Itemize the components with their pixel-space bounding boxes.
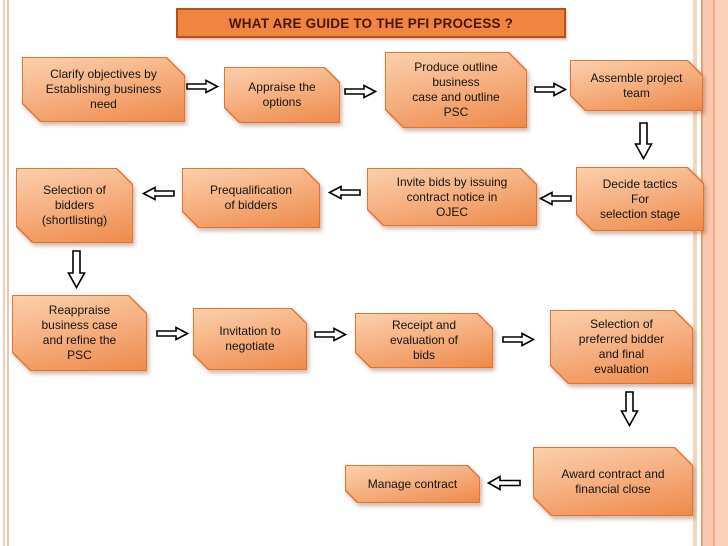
flow-node-manage-contract: Manage contract: [345, 465, 480, 503]
node-label: Decide tactics For selection stage: [599, 176, 681, 221]
flow-node-decide-tactics: Decide tactics For selection stage: [576, 167, 704, 231]
flow-node-prequalification: Prequalification of bidders: [182, 168, 320, 228]
node-label: Receipt and evaluation of bids: [389, 318, 459, 362]
right-edge-stripe: [715, 0, 728, 546]
node-label: Selection of bidders (shortlisting): [41, 183, 108, 227]
flow-node-selection-preferred: Selection of preferred bidder and final …: [550, 310, 693, 384]
left-arrow-icon: [487, 475, 521, 491]
flow-node-receipt-evaluation: Receipt and evaluation of bids: [355, 313, 493, 368]
node-label: Assemble project team: [590, 70, 683, 100]
node-label: Reappraise business case and refine the …: [41, 303, 118, 362]
right-arrow-icon: [344, 84, 377, 99]
down-arrow-icon: [67, 250, 86, 289]
right-arrow-icon: [534, 82, 567, 97]
flow-node-award-contract: Award contract and financial close: [533, 447, 693, 516]
flow-node-reappraise: Reappraise business case and refine the …: [12, 295, 147, 371]
node-label: Manage contract: [367, 476, 458, 491]
node-label: Appraise the options: [248, 80, 316, 109]
node-label: Selection of preferred bidder and final …: [578, 317, 665, 376]
node-label: Produce outline business case and outlin…: [412, 60, 500, 119]
right-arrow-icon: [186, 79, 219, 94]
down-arrow-icon: [620, 391, 639, 427]
left-edge-stripe: [7, 0, 9, 546]
node-label: Award contract and financial close: [561, 466, 665, 496]
flow-node-assemble-team: Assemble project team: [570, 60, 703, 111]
right-edge-stripe: [693, 0, 697, 546]
flow-node-invitation-negotiate: Invitation to negotiate: [193, 308, 307, 370]
flow-node-selection-bidders: Selection of bidders (shortlisting): [16, 168, 133, 243]
left-arrow-icon: [328, 185, 361, 200]
left-edge-stripe: [3, 0, 5, 546]
flow-node-invite-bids: Invite bids by issuing contract notice i…: [367, 168, 537, 226]
page-title: WHAT ARE GUIDE TO THE PFI PROCESS ?: [176, 8, 566, 38]
page-title-text: WHAT ARE GUIDE TO THE PFI PROCESS ?: [228, 15, 514, 31]
flow-node-appraise-options: Appraise the options: [224, 67, 340, 123]
left-arrow-icon: [539, 191, 572, 206]
flow-node-produce-outline: Produce outline business case and outlin…: [385, 52, 527, 128]
node-label: Prequalification of bidders: [209, 183, 293, 212]
right-edge-stripe: [703, 0, 713, 546]
right-arrow-icon: [314, 327, 347, 342]
node-label: Clarify objectives by Establishing busin…: [45, 67, 162, 111]
node-label: Invitation to negotiate: [219, 324, 281, 353]
down-arrow-icon: [634, 122, 653, 160]
right-arrow-icon: [156, 326, 189, 341]
right-edge-stripe: [701, 0, 703, 546]
right-arrow-icon: [502, 332, 535, 347]
node-label: Invite bids by issuing contract notice i…: [396, 174, 508, 219]
flow-node-clarify-objectives: Clarify objectives by Establishing busin…: [22, 57, 185, 122]
left-arrow-icon: [142, 186, 175, 201]
right-edge-stripe: [713, 0, 715, 546]
